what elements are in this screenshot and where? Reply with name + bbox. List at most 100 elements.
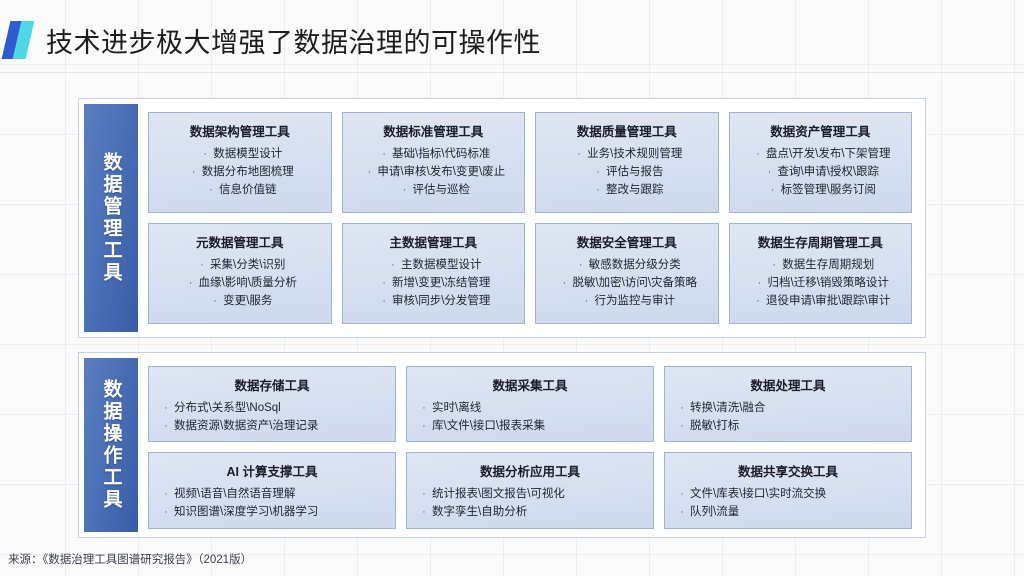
tool-card[interactable]: 数据分析应用工具·统计报表\图文报告\可视化·数字孪生\自助分析 [406, 452, 654, 529]
bullet-icon: · [757, 277, 762, 290]
tool-card-list: ·分布式\关系型\NoSql·数据资源\数据资产\治理记录 [152, 399, 392, 435]
tool-card-item-text: 知识图谱\深度学习\机器学习 [174, 506, 319, 519]
tool-card-item-text: 队列\流量 [690, 506, 740, 519]
tool-card[interactable]: 数据标准管理工具·基础\指标\代码标准·申请\审核\发布\变更\废止·评估与巡检 [341, 112, 525, 213]
tool-card[interactable]: 数据存储工具 ·分布式\关系型\NoSql·数据资源\数据资产\治理记录 [148, 366, 396, 443]
tool-card-list: ·基础\指标\代码标准·申请\审核\发布\变更\废止·评估与巡检 [349, 145, 519, 199]
bullet-icon: · [596, 166, 600, 179]
bullet-icon: · [767, 166, 772, 179]
tool-card-item-text: 标签管理\服务订阅 [780, 184, 876, 197]
tool-card-item-text: 数据生存周期规划 [782, 259, 875, 271]
tool-card-item-text: 血缘\影响\质量分析 [198, 277, 297, 290]
tool-card-title: 主数据管理工具 [389, 236, 477, 250]
tool-card[interactable]: 数据生存周期管理工具 · 数据生存周期规划 · 归档\迁移\销毁策略设计 ·退役申请\审批… [728, 223, 912, 324]
tool-card-item-text: 实时\离线 [432, 402, 482, 414]
bullet-icon: · [422, 402, 426, 414]
tool-card[interactable]: 元数据管理工具 ·采集\分类\识别·血缘\影响\质量分析·变更\服务 [148, 223, 332, 324]
bullet-icon: · [578, 259, 583, 271]
bullet-icon: · [596, 184, 600, 197]
page-title: 技术进步极大增强了数据治理的可操作性 [46, 27, 541, 58]
tool-card-item-text: 归档\迁移\销毁策略设计 [767, 277, 889, 290]
bullet-icon: · [382, 277, 386, 290]
tool-card-list-item: ·数据分布地图梳理 [186, 163, 294, 181]
tool-card-title: 数据共享交换工具 [737, 465, 838, 480]
bullet-icon: · [756, 295, 760, 308]
bullet-icon: · [756, 148, 760, 160]
tool-card-item-text: 敏感数据分级分类 [588, 259, 681, 271]
bullet-icon: · [422, 420, 426, 433]
tool-card-item-text: 业务\技术规则管理 [587, 148, 683, 160]
bullet-icon: · [772, 259, 777, 271]
tool-card-title: 元数据管理工具 [195, 236, 284, 250]
tool-card-list-item: ·分布式\关系型\NoSql [158, 399, 392, 417]
tool-card-list-item: ·新增\变更\冻结管理 [376, 274, 490, 292]
tool-card-list: ·盘点\开发\发布\下架管理·查询\申请\授权\跟踪·标签管理\服务订阅 [736, 145, 906, 199]
tool-card-list-item: ·数字孪生\自助分析 [416, 503, 650, 521]
tool-card-list: ·采集\分类\识别·血缘\影响\质量分析·变更\服务 [155, 256, 325, 310]
bullet-icon: · [770, 184, 775, 197]
tool-card-title: 数据标准管理工具 [383, 125, 484, 139]
tool-card[interactable]: 主数据管理工具·主数据模型设计·新增\变更\冻结管理·审核\同步\分发管理 [341, 223, 525, 324]
tool-card-item-text: 审核\同步\分发管理 [392, 295, 491, 308]
bullet-icon: · [680, 506, 684, 519]
tool-card-list-item: ·统计报表\图文报告\可视化 [416, 485, 650, 503]
tool-card-list-item: ·退役申请\审批\跟踪\审计 [750, 292, 890, 310]
tool-card[interactable]: 数据安全管理工具·敏感数据分级分类·脱敏\加密\访问\灾备策略·行为监控与审计 [535, 223, 719, 324]
bullet-icon: · [584, 295, 589, 308]
tool-card-list-item: · 敏感数据分级分类 [573, 256, 681, 274]
card-row: 元数据管理工具·采集\分类\识别·血缘\影响\质量分析·变更\服务主数据管理工具… [148, 223, 912, 324]
bullet-icon: · [164, 506, 168, 519]
tool-card-list-item: ·数据资源\数据资产\治理记录 [158, 417, 392, 435]
tool-card[interactable]: AI 计算支撑工具·视频\语音\自然语音理解·知识图谱\深度学习\机器学习 [148, 452, 396, 529]
tool-card[interactable]: 数据架构管理工具·数据模型设计·数据分布地图梳理·信息价值链 [148, 112, 332, 213]
tool-card-list-item: ·脱敏\打标 [674, 417, 908, 435]
card-row: 数据架构管理工具·数据模型设计·数据分布地图梳理·信息价值链数据标准管理工具·基… [148, 112, 912, 213]
tool-card-list-item: · 标签管理\服务订阅 [765, 181, 876, 199]
tool-card-title: 数据架构管理工具 [189, 125, 290, 139]
tool-card-item-text: 采集\分类\识别 [210, 259, 286, 271]
tool-card-item-text: 库\文件\接口\报表采集 [432, 420, 546, 433]
tool-card-list: · 实时\离线 · 库\文件\接口\报表采集 [410, 399, 650, 435]
tool-card-title: 数据处理工具 [750, 379, 826, 393]
tool-card-list-item: · 库\文件\接口\报表采集 [416, 417, 650, 435]
tool-card[interactable]: 数据质量管理工具·业务\技术规则管理·评估与报告·整改与跟踪 [535, 112, 719, 213]
tool-card-item-text: 基础\指标\代码标准 [392, 148, 491, 160]
tool-card-list-item: ·信息价值链 [203, 181, 276, 199]
bullet-icon: · [382, 295, 386, 308]
tool-card-list: ·视频\语音\自然语音理解 · 知识图谱\深度学习\机器学习 [152, 485, 392, 521]
tool-card-item-text: 变更\服务 [223, 295, 273, 308]
tool-card[interactable]: 数据共享交换工具·文件\库表\接口\实时流交换·队列\流量 [664, 452, 912, 529]
tool-card-title: 数据采集工具 [492, 379, 568, 393]
tool-card-item-text: 行为监控与审计 [594, 295, 676, 308]
bullet-icon: · [209, 184, 213, 197]
tool-card-list: ·业务\技术规则管理·评估与报告·整改与跟踪 [542, 145, 712, 199]
tool-card-item-text: 主数据模型设计 [401, 259, 482, 271]
tool-card-list: ·主数据模型设计·新增\变更\冻结管理·审核\同步\分发管理 [349, 256, 519, 310]
tool-card-item-text: 整改与跟踪 [606, 184, 664, 197]
bullet-icon: · [562, 277, 567, 290]
slide-title-row: 技术进步极大增强了数据治理的可操作性 [0, 16, 541, 64]
tool-card-list-item: ·评估与报告 [590, 163, 663, 181]
tool-card-list-item: ·申请\审核\发布\变更\废止 [361, 163, 506, 181]
tool-card-title: 数据资产管理工具 [770, 125, 871, 139]
sidebar-label-data-operation: 数据操作工具 [84, 358, 138, 532]
tool-card-item-text: 转换\清洗\融合 [690, 402, 766, 414]
bullet-icon: · [391, 259, 395, 271]
tool-card-list: ·文件\库表\接口\实时流交换·队列\流量 [668, 485, 908, 521]
tool-card-title: 数据分析应用工具 [479, 465, 580, 480]
tool-card[interactable]: 数据资产管理工具·盘点\开发\发布\下架管理·查询\申请\授权\跟踪·标签管理\… [728, 112, 912, 213]
tool-card-title: 数据生存周期管理工具 [757, 236, 883, 250]
tool-card-title: 数据存储工具 [234, 379, 310, 393]
tool-card[interactable]: 数据采集工具 · 实时\离线 · 库\文件\接口\报表采集 [406, 366, 654, 443]
bullet-icon: · [422, 506, 426, 519]
tool-card-list-item: · 知识图谱\深度学习\机器学习 [158, 503, 392, 521]
tool-card-list-item: ·视频\语音\自然语音理解 [158, 485, 392, 503]
tool-card-item-text: 统计报表\图文报告\可视化 [432, 488, 565, 501]
tool-card[interactable]: 数据处理工具 · 转换\清洗\融合 ·脱敏\打标 [664, 366, 912, 443]
tool-card-list: ·数据模型设计·数据分布地图梳理·信息价值链 [155, 145, 325, 199]
tool-card-item-text: 数据分布地图梳理 [201, 166, 294, 179]
panel-body-data-operation: 数据存储工具·分布式\关系型\NoSql·数据资源\数据资产\治理记录数据采集工… [138, 358, 920, 532]
bullet-icon: · [680, 402, 684, 414]
tool-card-list-item: ·业务\技术规则管理 [571, 145, 682, 163]
panel-data-management: 数据管理工具 数据架构管理工具·数据模型设计·数据分布地图梳理·信息价值链数据标… [78, 98, 926, 338]
